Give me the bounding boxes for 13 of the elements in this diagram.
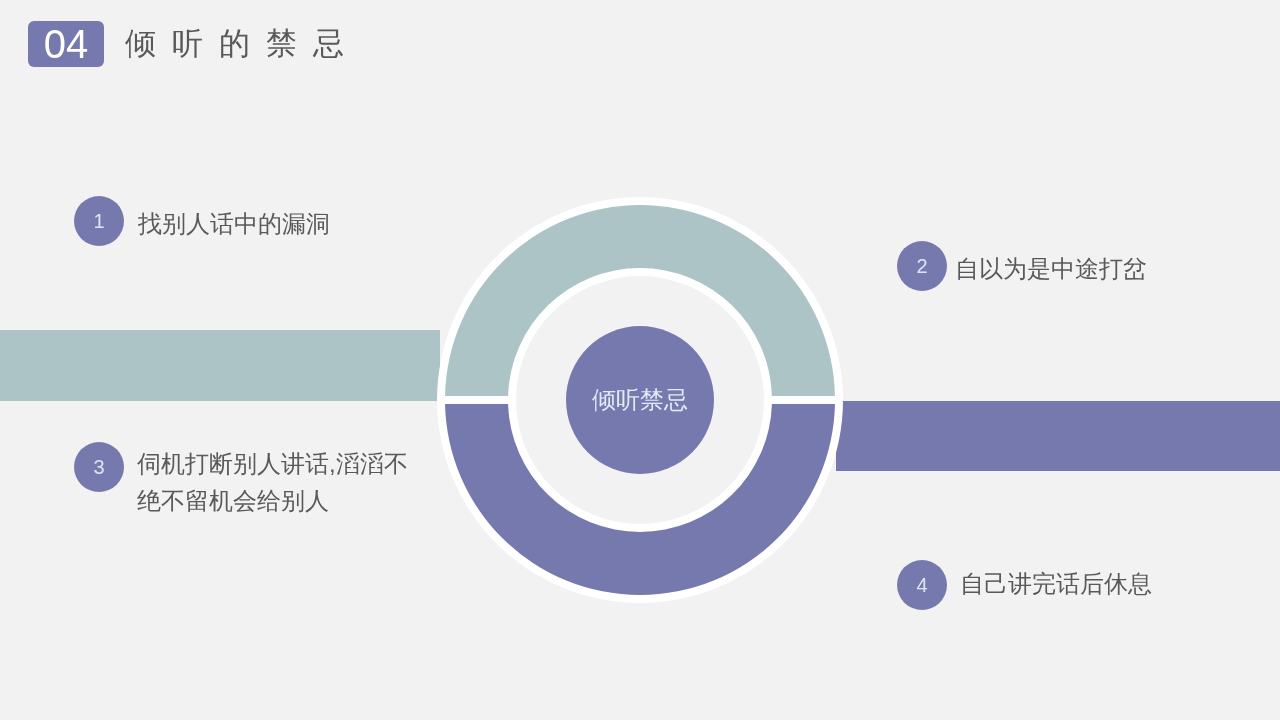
number-circle: 1 [74,196,124,246]
horizontal-band [836,401,1280,471]
number-circle: 4 [897,560,947,610]
item-text: 找别人话中的漏洞 [138,209,331,239]
number-circle: 2 [897,241,947,291]
section-number-badge: 04 [28,21,104,67]
item-text: 伺机打断别人讲话,滔滔不绝不留机会给别人 [137,449,409,516]
item-text: 自己讲完话后休息 [960,569,1153,599]
center-circle: 倾听禁忌 [566,326,714,474]
horizontal-band [0,330,440,401]
page-title: 倾听的禁忌 [125,25,360,63]
item-text: 自以为是中途打岔 [955,254,1148,284]
number-circle: 3 [74,442,124,492]
